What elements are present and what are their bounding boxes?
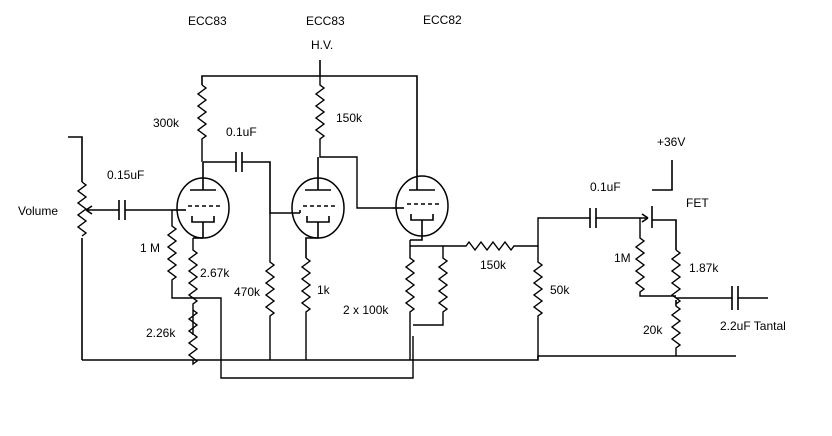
- r-fet-bottom: [670, 300, 682, 356]
- r-fet-bottom-label: 20k: [643, 323, 663, 337]
- r-shunt-label: 50k: [550, 283, 570, 297]
- fet: [641, 160, 677, 250]
- r-plate1-label: 300k: [153, 116, 180, 130]
- v36-label: +36V: [657, 135, 685, 149]
- fet-label: FET: [686, 196, 709, 210]
- r-cathode2: [300, 257, 312, 360]
- r-cathode-bottom: [187, 309, 199, 366]
- r-fet-gate: [634, 218, 676, 297]
- r-plate2-label: 150k: [336, 111, 363, 125]
- c-couple1-label: 0.1uF: [226, 125, 257, 139]
- r-load3b: [410, 245, 449, 326]
- tube2-label: ECC83: [306, 14, 345, 28]
- output-capacitor: [676, 286, 768, 310]
- volume-label: Volume: [18, 204, 58, 218]
- r-grid2-label: 470k: [234, 285, 261, 299]
- c-couple2-label: 0.1uF: [590, 180, 621, 194]
- tube3-label: ECC82: [423, 13, 462, 27]
- r-cathode-bottom-label: 2.26k: [146, 326, 176, 340]
- c-in-label: 0.15uF: [107, 168, 144, 182]
- r-cathode2-label: 1k: [317, 283, 331, 297]
- r-fet-source: [670, 249, 682, 306]
- r-load3a: [404, 240, 416, 360]
- c-in-capacitor: [94, 200, 172, 220]
- r-cathode1: [187, 238, 199, 335]
- tube2: [291, 157, 345, 258]
- r-grid2: [264, 213, 276, 360]
- c-couple1-capacitor: [203, 152, 300, 214]
- r-cathode1-label: 2.67k: [200, 266, 230, 280]
- volume-pot: [68, 136, 83, 360]
- r-series-label: 150k: [480, 258, 507, 272]
- output-cap-label: 2.2uF Tantal: [720, 319, 786, 333]
- r-load3-label: 2 x 100k: [343, 303, 389, 317]
- hv-rail: [201, 60, 418, 190]
- r-fet-source-label: 1.87k: [689, 261, 719, 275]
- tube1-label: ECC83: [188, 14, 227, 28]
- r-plate2: [314, 76, 392, 209]
- r-fet-gate-label: 1M: [614, 251, 631, 265]
- r-grid1: [166, 210, 414, 379]
- volume-pot-resistor: [76, 181, 88, 237]
- tube1: [172, 162, 230, 239]
- r-shunt: [532, 246, 544, 358]
- volume-wiper: [85, 205, 94, 215]
- r-plate1: [196, 84, 208, 162]
- ground-bus: [82, 355, 736, 361]
- r-grid1-label: 1 M: [140, 241, 160, 255]
- tube3: [392, 175, 449, 241]
- r-series: [443, 217, 590, 252]
- hv-label: H.V.: [311, 38, 333, 52]
